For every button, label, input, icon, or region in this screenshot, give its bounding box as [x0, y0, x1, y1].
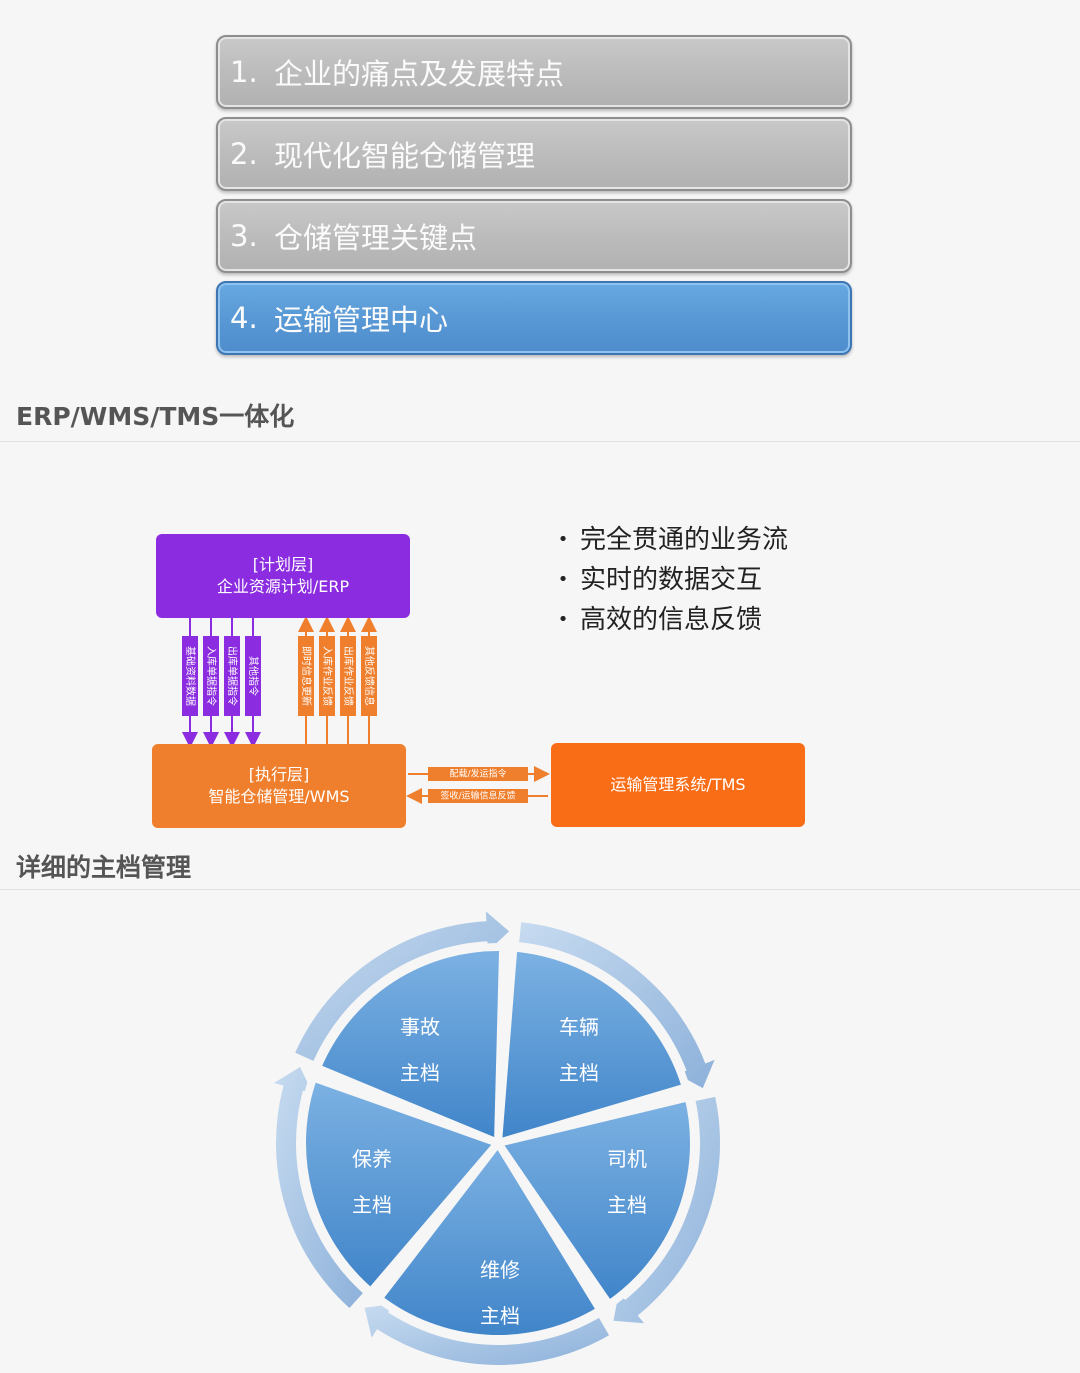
wms-box: [执行层] 智能仓储管理/WMS	[152, 744, 406, 828]
cycle-label-accident-master: 主档	[400, 1061, 440, 1085]
cycle-label-driver: 司机	[607, 1147, 647, 1171]
section-title-master-data: 详细的主档管理	[16, 853, 192, 882]
bullet-item: •实时的数据交互	[556, 560, 788, 600]
cycle-label-maintenance: 保养	[352, 1147, 392, 1171]
section-title-integration: ERP/WMS/TMS一体化	[16, 402, 295, 431]
cycle-ring-arrow-icon	[295, 911, 510, 1061]
bullet-item: •高效的信息反馈	[556, 600, 788, 640]
up-arrow-label: 出库作业反馈	[342, 646, 355, 706]
wms-system-label: 智能仓储管理/WMS	[208, 787, 350, 806]
erp-box: [计划层] 企业资源计划/ERP	[156, 534, 410, 618]
cycle-label-accident: 事故	[400, 1015, 440, 1039]
cycle-ring-arrow-icon	[364, 1304, 609, 1365]
down-arrow-label: 出库单据指令	[226, 646, 239, 706]
down-arrow-label: 基础资料数据	[184, 646, 197, 706]
bullet-item: •完全贯通的业务流	[556, 520, 788, 560]
menu-item-4-active[interactable]: 4. 运输管理中心	[216, 281, 852, 355]
cycle-labels: 车辆 主档 司机 主档 维修 主档 保养 主档 事故 主档	[352, 1015, 647, 1328]
bullet-dot-icon: •	[557, 569, 569, 590]
cycle-label-repair-master: 主档	[480, 1304, 520, 1328]
cycle-label-maintenance-master: 主档	[352, 1193, 392, 1217]
down-arrow-2: 入库单据指令	[203, 618, 219, 748]
cycle-segment	[373, 1135, 606, 1343]
menu-item-label: 运输管理中心	[274, 303, 449, 337]
cycle-segment	[493, 943, 691, 1149]
menu-item-label: 仓储管理关键点	[274, 221, 478, 255]
down-arrow-label: 入库单据指令	[205, 646, 218, 706]
cycle-ring-arrow-icon	[519, 922, 715, 1089]
section-divider	[0, 889, 1080, 890]
down-arrow-1: 基础资料数据	[182, 618, 198, 748]
tms-box: 运输管理系统/TMS	[551, 743, 805, 827]
up-arrow-label: 其他反馈信息	[363, 646, 376, 706]
cycle-label-vehicle: 车辆	[559, 1015, 599, 1039]
erp-layer-label: [计划层]	[252, 555, 314, 574]
cycle-label-vehicle-master: 主档	[559, 1061, 599, 1085]
up-arrow-label: 入库作业反馈	[321, 646, 334, 706]
left-arrow-label: 签收/运输信息反馈	[440, 790, 515, 802]
cycle-label-driver-master: 主档	[607, 1193, 647, 1217]
wms-layer-label: [执行层]	[248, 765, 310, 784]
left-arrow-feedback: 签收/运输信息反馈	[406, 788, 548, 804]
cycle-ring-arrow-icon	[613, 1096, 720, 1324]
menu-item-number: 3.	[230, 219, 258, 253]
up-arrow-label: 即时信息更新	[300, 646, 313, 706]
cycle-outer-ring	[273, 911, 720, 1365]
menu-item-2[interactable]: 2. 现代化智能仓储管理	[216, 117, 852, 191]
up-arrow-3: 出库作业反馈	[340, 616, 356, 744]
cycle-segment	[298, 1072, 505, 1298]
menu-item-1[interactable]: 1. 企业的痛点及发展特点	[216, 35, 852, 109]
down-arrow-label: 其他指令	[247, 656, 260, 696]
up-arrow-4: 其他反馈信息	[361, 616, 377, 744]
right-arrow-label: 配载/发运指令	[449, 768, 506, 780]
right-arrow-dispatch: 配载/发运指令	[408, 766, 550, 782]
bullet-dot-icon: •	[557, 529, 569, 550]
down-arrow-4: 其他指令	[245, 618, 261, 748]
cycle-ring-arrow-icon	[273, 1067, 363, 1308]
menu-item-number: 4.	[230, 301, 258, 335]
cycle-segment	[491, 1092, 698, 1311]
up-arrow-1: 即时信息更新	[298, 616, 314, 744]
down-arrow-3: 出库单据指令	[224, 618, 240, 748]
menu-item-number: 2.	[230, 137, 258, 171]
up-arrow-2: 入库作业反馈	[319, 616, 335, 744]
erp-system-label: 企业资源计划/ERP	[216, 577, 350, 596]
bullet-dot-icon: •	[557, 609, 569, 630]
menu-item-label: 现代化智能仓储管理	[274, 139, 536, 173]
feature-bullet-list: •完全贯通的业务流 •实时的数据交互 •高效的信息反馈	[556, 520, 788, 640]
menu-item-number: 1.	[230, 55, 258, 89]
tms-system-label: 运输管理系统/TMS	[610, 775, 746, 794]
cycle-label-repair: 维修	[480, 1258, 520, 1282]
cycle-segments	[298, 943, 698, 1343]
menu-item-3[interactable]: 3. 仓储管理关键点	[216, 199, 852, 273]
menu-item-label: 企业的痛点及发展特点	[274, 57, 565, 91]
cycle-segment	[311, 943, 508, 1149]
section-divider	[0, 441, 1080, 442]
